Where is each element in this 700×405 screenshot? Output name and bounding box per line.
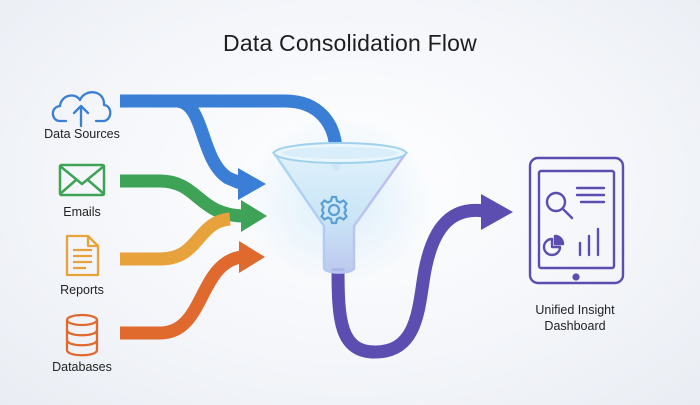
tablet-dashboard-icon [528,156,625,285]
source-label-databases: Databases [52,360,112,374]
document-icon [65,234,100,277]
cloud-upload-icon [51,91,112,128]
database-icon [65,313,99,357]
funnel [271,142,409,274]
reports-arrow [120,212,232,266]
destination-label: Unified Insight Dashboard [500,302,650,334]
source-label-emails: Emails [63,205,101,219]
output-arrow [331,194,513,359]
source-label-reports: Reports [60,283,104,297]
databases-arrow [120,241,265,340]
envelope-icon [58,163,106,197]
destination-label-line2: Dashboard [544,319,606,333]
destination-label-line1: Unified Insight [535,303,615,317]
gear-icon [320,195,348,225]
source-label-data-sources: Data Sources [44,127,120,141]
diagram-title: Data Consolidation Flow [223,30,477,56]
